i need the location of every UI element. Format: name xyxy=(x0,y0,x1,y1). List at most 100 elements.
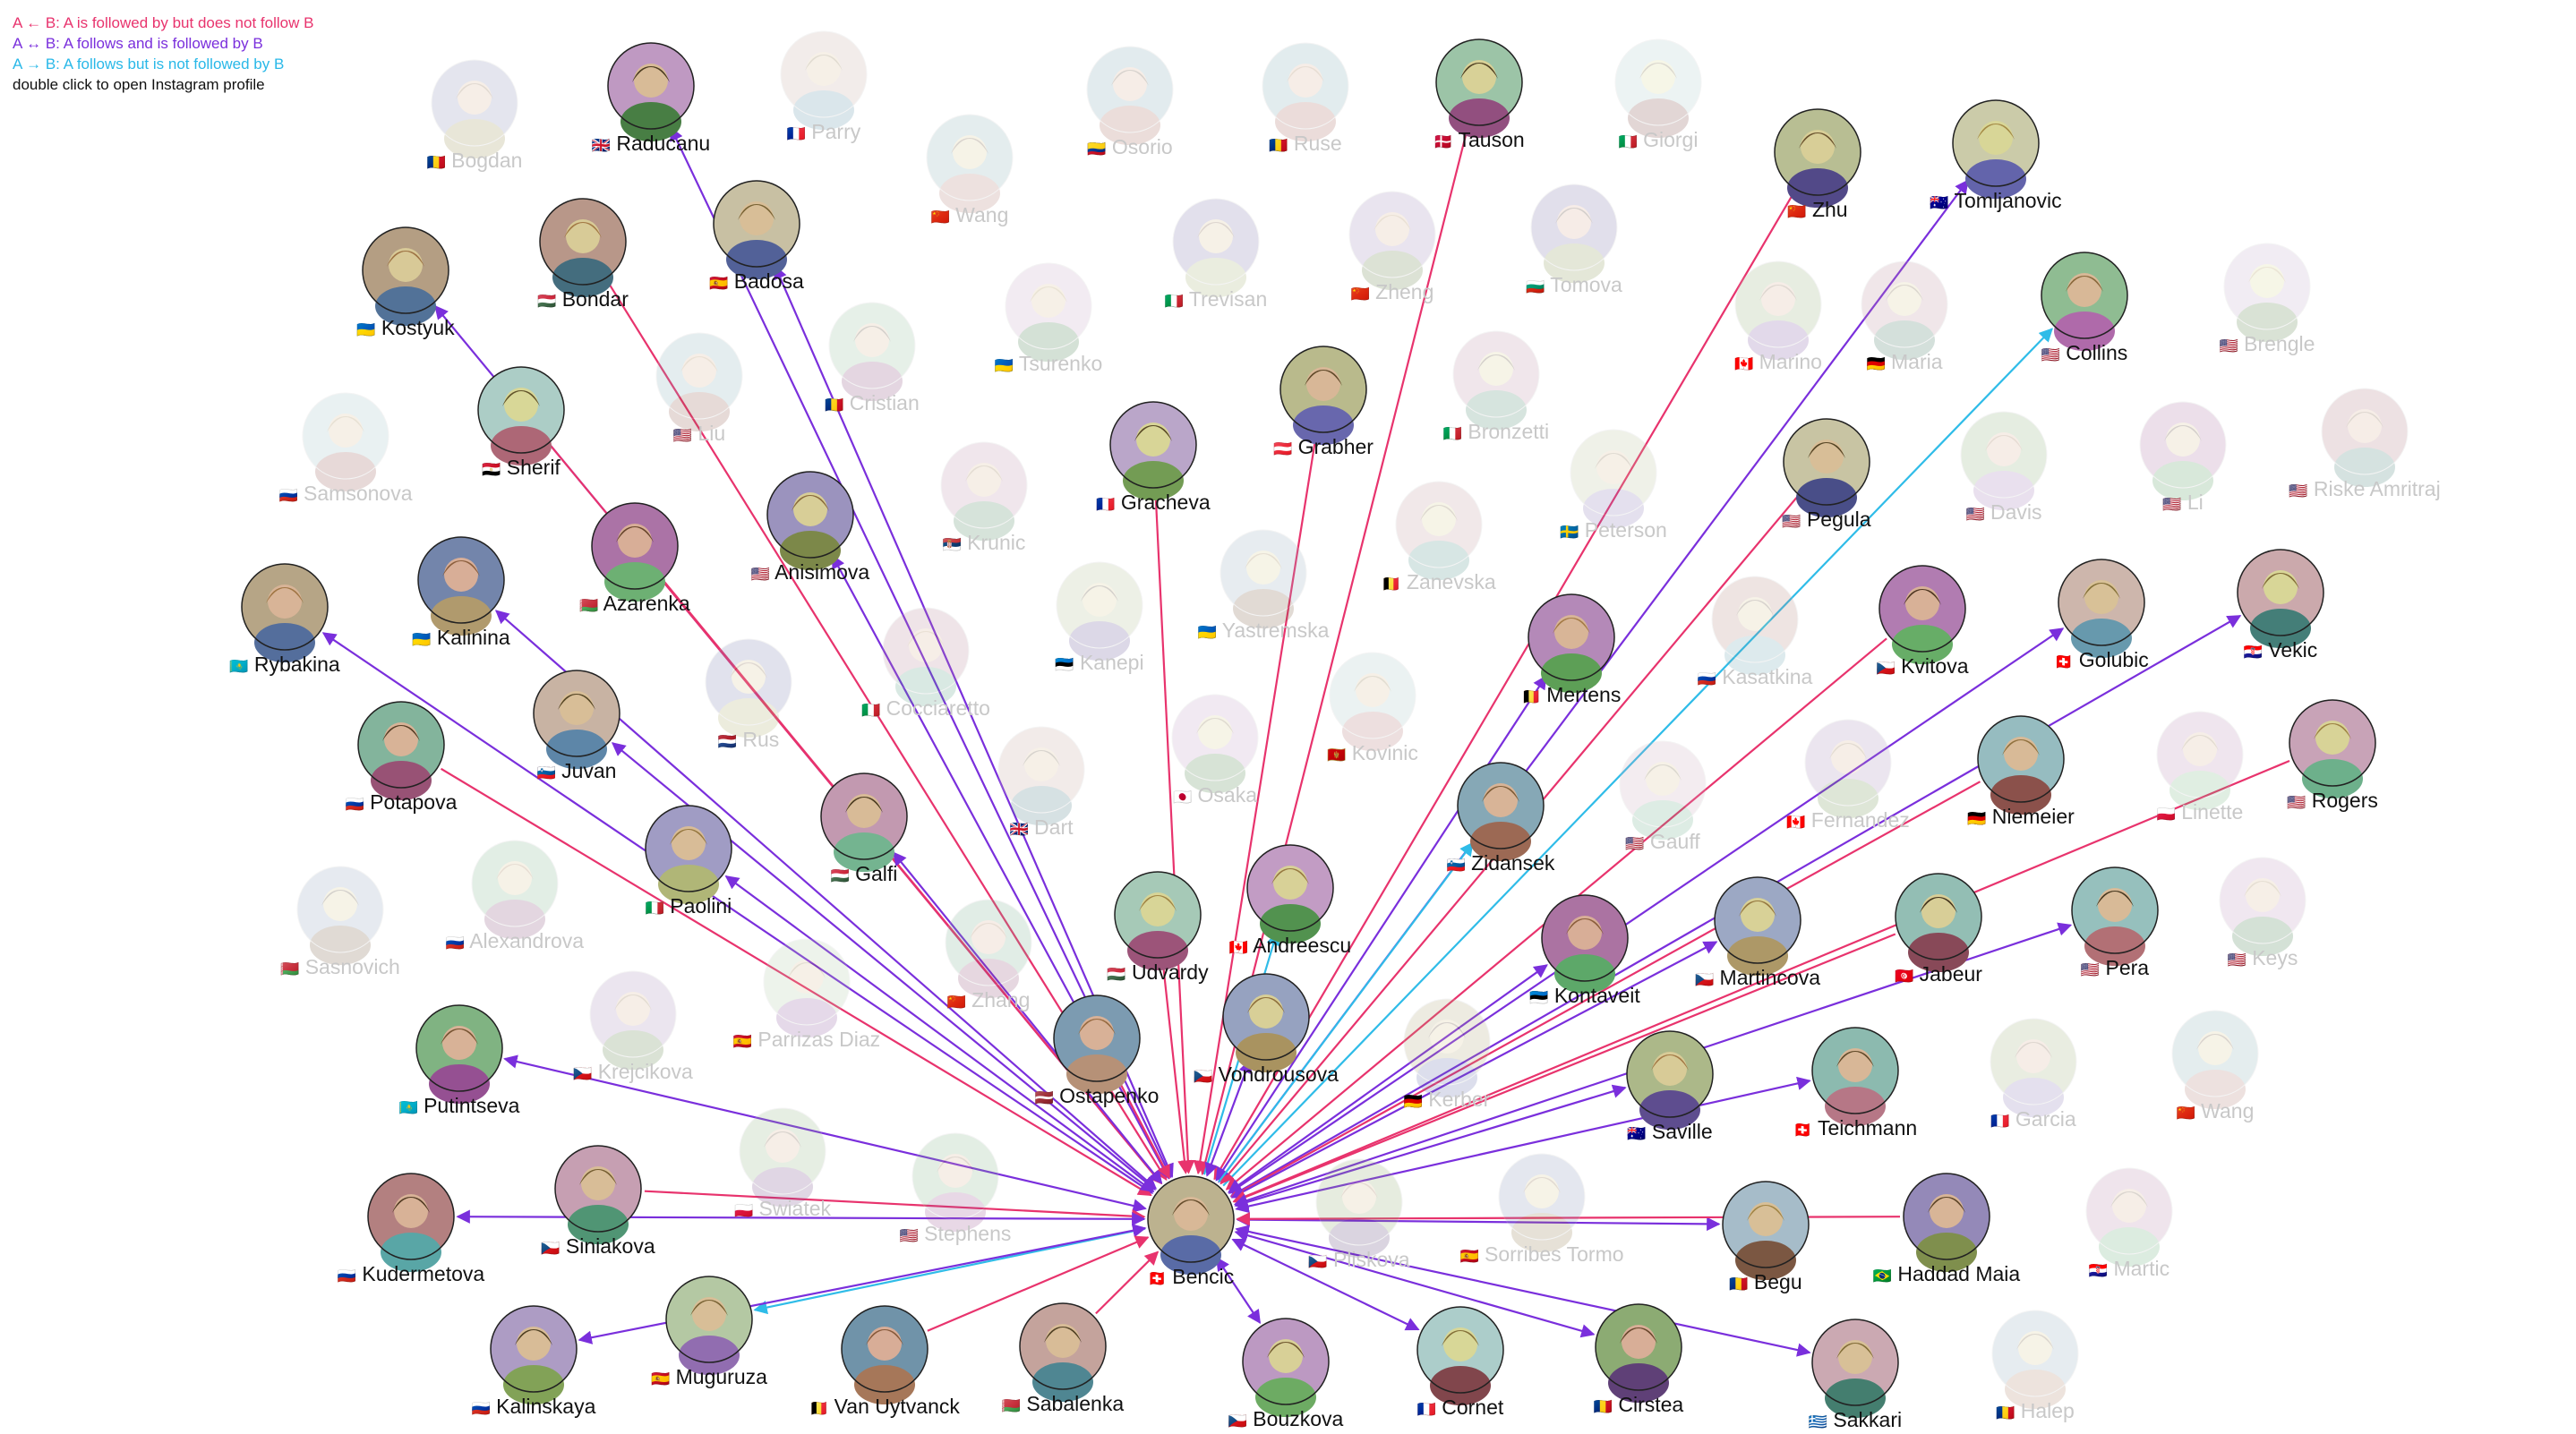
node-jabeur[interactable]: 🇹🇳 Jabeur xyxy=(1895,873,1982,986)
node-saville[interactable]: 🇦🇺 Saville xyxy=(1626,1030,1714,1143)
faded-node-keys[interactable]: 🇺🇸 Keys xyxy=(2219,857,2306,969)
node-haddad-maia[interactable]: 🇧🇷 Haddad Maia xyxy=(1873,1173,2021,1285)
node-badosa[interactable]: 🇪🇸 Badosa xyxy=(709,180,804,293)
node-siniakova[interactable]: 🇨🇿 Siniakova xyxy=(541,1145,655,1258)
faded-node-liu[interactable]: 🇺🇸 Liu xyxy=(655,332,743,445)
node-tauson[interactable]: 🇩🇰 Tauson xyxy=(1433,38,1525,151)
node-bencic-center[interactable]: 🇨🇭 Bencic xyxy=(1147,1175,1235,1288)
faded-node-zhang[interactable]: 🇨🇳 Zhang xyxy=(945,899,1032,1011)
node-udvardy[interactable]: 🇭🇺 Udvardy xyxy=(1107,871,1209,984)
faded-node-dart[interactable]: 🇬🇧 Dart xyxy=(997,726,1085,839)
faded-node-sorribes-tormo[interactable]: 🇪🇸 Sorribes Tormo xyxy=(1459,1153,1624,1266)
node-juvan[interactable]: 🇸🇮 Juvan xyxy=(533,670,620,782)
node-bondar[interactable]: 🇭🇺 Bondar xyxy=(537,198,629,311)
faded-node-peterson[interactable]: 🇸🇪 Peterson xyxy=(1560,429,1667,542)
node-zhu[interactable]: 🇨🇳 Zhu xyxy=(1774,108,1861,221)
node-sabalenka[interactable]: 🇧🇾 Sabalenka xyxy=(1002,1302,1124,1415)
node-putintseva[interactable]: 🇰🇿 Putintseva xyxy=(399,1004,520,1117)
faded-node-krejcikova[interactable]: 🇨🇿 Krejcikova xyxy=(573,970,693,1083)
node-azarenka[interactable]: 🇧🇾 Azarenka xyxy=(579,502,690,615)
faded-node-osorio[interactable]: 🇨🇴 Osorio xyxy=(1086,46,1174,158)
faded-node-gauff[interactable]: 🇺🇸 Gauff xyxy=(1619,740,1707,853)
faded-node-tomova[interactable]: 🇧🇬 Tomova xyxy=(1526,184,1622,296)
faded-node-krunic[interactable]: 🇷🇸 Krunic xyxy=(940,441,1028,554)
node-teichmann[interactable]: 🇨🇭 Teichmann xyxy=(1793,1027,1917,1140)
node-andreescu[interactable]: 🇨🇦 Andreescu xyxy=(1229,844,1351,957)
faded-node-marino[interactable]: 🇨🇦 Marino xyxy=(1734,260,1822,373)
faded-node-parry[interactable]: 🇫🇷 Parry xyxy=(780,30,868,143)
faded-node-brengle[interactable]: 🇺🇸 Brengle xyxy=(2220,243,2315,355)
faded-node-cocciaretto[interactable]: 🇮🇹 Cocciaretto xyxy=(861,607,990,720)
faded-node-ruse[interactable]: 🇷🇴 Ruse xyxy=(1262,42,1349,155)
faded-node-swiatek[interactable]: 🇵🇱 Swiatek xyxy=(734,1107,832,1220)
node-kvitova[interactable]: 🇨🇿 Kvitova xyxy=(1877,565,1969,678)
faded-node-fernandez[interactable]: 🇨🇦 Fernandez xyxy=(1786,719,1910,832)
node-grabher[interactable]: 🇦🇹 Grabher xyxy=(1273,346,1374,458)
node-vondrousova[interactable]: 🇨🇿 Vondrousova xyxy=(1194,973,1339,1086)
node-sherif[interactable]: 🇪🇬 Sherif xyxy=(477,366,565,479)
faded-node-cristian[interactable]: 🇷🇴 Cristian xyxy=(825,302,920,414)
node-anisimova[interactable]: 🇺🇸 Anisimova xyxy=(751,471,870,584)
node-martincova[interactable]: 🇨🇿 Martincova xyxy=(1695,876,1820,989)
node-begu[interactable]: 🇷🇴 Begu xyxy=(1722,1181,1810,1293)
faded-node-parrizas-diaz[interactable]: 🇪🇸 Parrizas Diaz xyxy=(733,938,880,1051)
node-tomljanovic[interactable]: 🇦🇺 Tomljanovic xyxy=(1930,99,2062,212)
node-golubic[interactable]: 🇨🇭 Golubic xyxy=(2054,559,2149,671)
node-potapova[interactable]: 🇷🇺 Potapova xyxy=(346,701,458,814)
faded-node-kerber[interactable]: 🇩🇪 Kerber xyxy=(1403,998,1491,1111)
faded-node-maria[interactable]: 🇩🇪 Maria xyxy=(1861,260,1948,373)
node-rybakina[interactable]: 🇰🇿 Rybakina xyxy=(229,563,340,676)
faded-node-bogdan[interactable]: 🇷🇴 Bogdan xyxy=(427,59,523,172)
node-gracheva[interactable]: 🇫🇷 Gracheva xyxy=(1096,401,1211,514)
node-galfi[interactable]: 🇭🇺 Galfi xyxy=(820,772,908,885)
faded-node-kovinic[interactable]: 🇲🇪 Kovinic xyxy=(1327,652,1418,764)
node-pera[interactable]: 🇺🇸 Pera xyxy=(2071,866,2159,979)
node-cornet[interactable]: 🇫🇷 Cornet xyxy=(1416,1306,1504,1419)
node-zidansek[interactable]: 🇸🇮 Zidansek xyxy=(1447,762,1555,875)
node-kostyuk[interactable]: 🇺🇦 Kostyuk xyxy=(356,226,455,339)
faded-node-li[interactable]: 🇺🇸 Li xyxy=(2139,401,2227,514)
faded-node-tsurenko[interactable]: 🇺🇦 Tsurenko xyxy=(995,262,1102,375)
faded-node-wang[interactable]: 🇨🇳 Wang xyxy=(2171,1010,2259,1122)
faded-node-zheng[interactable]: 🇨🇳 Zheng xyxy=(1348,191,1436,303)
faded-node-yastremska[interactable]: 🇺🇦 Yastremska xyxy=(1198,529,1330,642)
faded-node-rus[interactable]: 🇳🇱 Rus xyxy=(705,638,792,751)
faded-node-osaka[interactable]: 🇯🇵 Osaka xyxy=(1171,694,1259,807)
faded-node-trevisan[interactable]: 🇮🇹 Trevisan xyxy=(1165,198,1268,311)
node-rogers[interactable]: 🇺🇸 Rogers xyxy=(2287,699,2378,812)
faded-node-alexandrova[interactable]: 🇷🇺 Alexandrova xyxy=(446,840,584,952)
node-van-uytvanck[interactable]: 🇧🇪 Van Uytvanck xyxy=(809,1305,960,1418)
faded-node-davis[interactable]: 🇺🇸 Davis xyxy=(1960,411,2048,524)
node-muguruza[interactable]: 🇪🇸 Muguruza xyxy=(651,1276,767,1388)
faded-node-martic[interactable]: 🇭🇷 Martic xyxy=(2085,1167,2173,1280)
faded-node-riske-amritraj[interactable]: 🇺🇸 Riske Amritraj xyxy=(2289,388,2441,500)
faded-node-wang[interactable]: 🇨🇳 Wang xyxy=(926,114,1014,226)
node-pegula[interactable]: 🇺🇸 Pegula xyxy=(1782,418,1871,531)
node-sakkari[interactable]: 🇬🇷 Sakkari xyxy=(1809,1319,1902,1431)
node-kudermetova[interactable]: 🇷🇺 Kudermetova xyxy=(338,1173,485,1285)
faded-node-zanevska[interactable]: 🇧🇪 Zanevska xyxy=(1382,481,1496,593)
node-kontaveit[interactable]: 🇪🇪 Kontaveit xyxy=(1529,894,1640,1007)
node-kalinina[interactable]: 🇺🇦 Kalinina xyxy=(412,536,510,649)
faded-node-kasatkina[interactable]: 🇷🇺 Kasatkina xyxy=(1698,576,1813,688)
faded-node-linette[interactable]: 🇵🇱 Linette xyxy=(2156,711,2244,824)
faded-node-stephens[interactable]: 🇺🇸 Stephens xyxy=(900,1132,1012,1245)
faded-node-pliskova[interactable]: 🇨🇿 Pliskova xyxy=(1308,1158,1410,1271)
node-mertens[interactable]: 🇧🇪 Mertens xyxy=(1522,593,1622,706)
faded-node-garcia[interactable]: 🇫🇷 Garcia xyxy=(1990,1018,2077,1131)
faded-node-giorgi[interactable]: 🇮🇹 Giorgi xyxy=(1614,38,1702,151)
node-kalinskaya[interactable]: 🇷🇺 Kalinskaya xyxy=(472,1305,596,1418)
faded-node-halep[interactable]: 🇷🇴 Halep xyxy=(1991,1310,2079,1422)
node-cirstea[interactable]: 🇷🇴 Cirstea xyxy=(1594,1303,1684,1416)
faded-node-bronzetti[interactable]: 🇮🇹 Bronzetti xyxy=(1443,330,1549,443)
node-niemeier[interactable]: 🇩🇪 Niemeier xyxy=(1967,715,2075,828)
node-raducanu[interactable]: 🇬🇧 Raducanu xyxy=(592,42,710,155)
node-ostapenko[interactable]: 🇱🇻 Ostapenko xyxy=(1035,994,1160,1107)
node-vekic[interactable]: 🇭🇷 Vekic xyxy=(2237,549,2324,662)
faded-node-kanepi[interactable]: 🇪🇪 Kanepi xyxy=(1055,561,1144,674)
faded-node-samsonova[interactable]: 🇷🇺 Samsonova xyxy=(278,392,413,505)
node-bouzkova[interactable]: 🇨🇿 Bouzkova xyxy=(1228,1318,1344,1430)
faded-node-sasnovich[interactable]: 🇧🇾 Sasnovich xyxy=(280,866,400,978)
node-collins[interactable]: 🇺🇸 Collins xyxy=(2041,252,2128,364)
node-paolini[interactable]: 🇮🇹 Paolini xyxy=(645,805,732,918)
